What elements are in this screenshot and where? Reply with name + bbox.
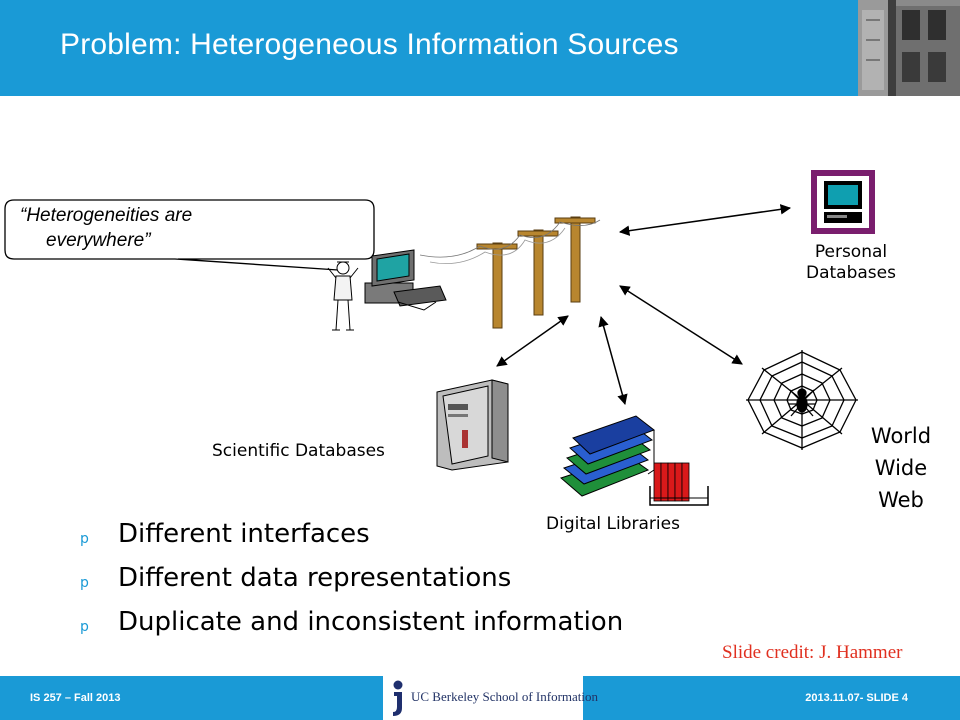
label-line: Wide bbox=[874, 456, 928, 480]
bullet-marker: p bbox=[80, 619, 89, 635]
person-figure bbox=[327, 261, 359, 331]
speech-callout bbox=[4, 199, 375, 271]
bullet-text: Different interfaces bbox=[118, 519, 370, 549]
telephone-poles bbox=[419, 216, 601, 329]
network-diagram bbox=[4, 170, 875, 506]
header-bar: Problem: Heterogeneous Information Sourc… bbox=[0, 0, 960, 96]
label-line: Databases bbox=[806, 263, 896, 283]
slide-title: Problem: Heterogeneous Information Sourc… bbox=[60, 28, 679, 61]
bullet-marker: p bbox=[80, 575, 89, 591]
building-photo bbox=[858, 0, 960, 96]
bullet-text: Duplicate and inconsistent information bbox=[118, 607, 624, 637]
books-stack bbox=[560, 415, 709, 506]
label-line: Personal bbox=[814, 242, 888, 262]
ischool-i-icon bbox=[393, 680, 403, 716]
logo-text: UC Berkeley School of Information bbox=[411, 689, 599, 704]
desktop-computer bbox=[364, 249, 447, 311]
course-label: IS 257 – Fall 2013 bbox=[30, 692, 121, 704]
school-logo: UC Berkeley School of Information bbox=[383, 676, 598, 720]
callout-text: “Heterogeneities are everywhere” bbox=[20, 203, 365, 253]
label-line: Web bbox=[878, 488, 924, 512]
label-digital-libraries: Digital Libraries bbox=[546, 514, 680, 534]
server-tower bbox=[436, 379, 509, 471]
callout-line-1: “Heterogeneities are bbox=[20, 205, 193, 226]
label-line: World bbox=[870, 424, 932, 448]
label-world-wide-web: World Wide Web bbox=[862, 420, 940, 516]
callout-line-2: everywhere” bbox=[46, 230, 151, 251]
label-scientific-databases: Scientific Databases bbox=[212, 441, 385, 461]
personal-database-monitor bbox=[811, 170, 875, 234]
bullet-marker: p bbox=[80, 531, 89, 547]
slide-credit: Slide credit: J. Hammer bbox=[722, 642, 903, 663]
spider-web bbox=[746, 350, 858, 450]
bullet-text: Different data representations bbox=[118, 563, 512, 593]
slide-number: 2013.11.07- SLIDE 4 bbox=[805, 692, 908, 704]
connection-arrows bbox=[496, 204, 792, 406]
label-personal-databases: Personal Databases bbox=[790, 242, 912, 284]
